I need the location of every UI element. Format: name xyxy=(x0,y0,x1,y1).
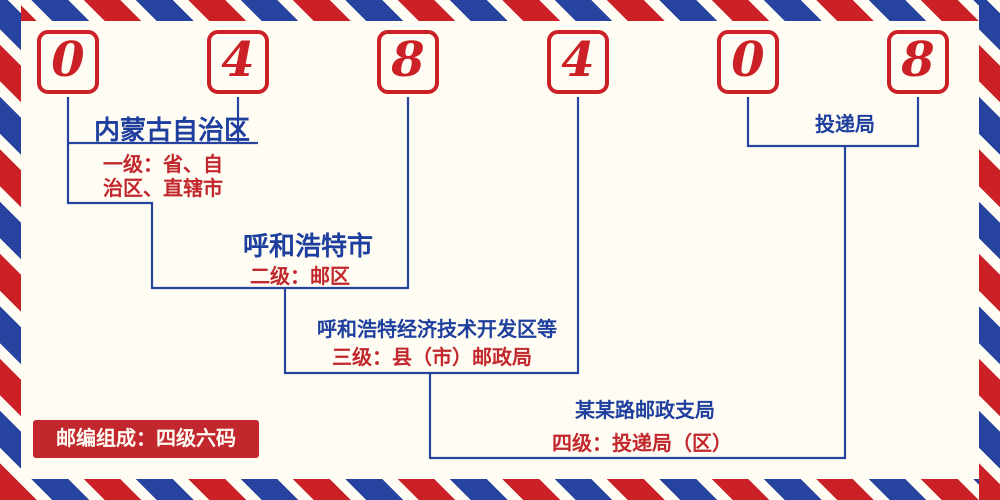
connector-level2-to-level3 xyxy=(283,97,580,375)
level2-desc: 二级：邮区 xyxy=(250,266,350,288)
digit-box-2: 4 xyxy=(207,30,269,94)
digit-3: 8 xyxy=(391,32,425,88)
level4-desc: 四级：投递局（区） xyxy=(552,433,732,455)
connector-level3-to-level4 xyxy=(428,146,847,460)
digit-box-4: 4 xyxy=(547,30,609,94)
airmail-border-left xyxy=(0,0,21,500)
airmail-border-top xyxy=(0,0,1000,21)
digit-box-5: 0 xyxy=(717,30,779,94)
delivery-office-label: 投递局 xyxy=(815,114,875,136)
airmail-border-right xyxy=(979,0,1000,500)
level1-title: 内蒙古自治区 xyxy=(93,115,251,145)
digit-2: 4 xyxy=(221,32,255,88)
connector-delivery-bracket xyxy=(746,97,920,148)
airmail-border-bottom xyxy=(0,479,1000,500)
digit-1: 0 xyxy=(51,32,85,88)
digit-4: 4 xyxy=(561,32,595,88)
level3-desc: 三级：县（市）邮政局 xyxy=(332,347,532,369)
digit-5: 0 xyxy=(731,32,765,88)
level1-desc-line2: 治区、直辖市 xyxy=(103,178,223,200)
connector-level1-to-level2 xyxy=(66,97,410,290)
digit-box-1: 0 xyxy=(37,30,99,94)
level1-desc-line1: 一级：省、自 xyxy=(103,154,223,176)
level3-title: 呼和浩特经济技术开发区等 xyxy=(317,319,557,341)
postal-code-composition-badge: 邮编组成：四级六码 xyxy=(33,420,259,458)
digit-6: 8 xyxy=(901,32,935,88)
level2-title: 呼和浩特市 xyxy=(242,231,374,261)
level4-title: 某某路邮政支局 xyxy=(575,400,715,422)
digit-box-3: 8 xyxy=(377,30,439,94)
digit-box-6: 8 xyxy=(887,30,949,94)
